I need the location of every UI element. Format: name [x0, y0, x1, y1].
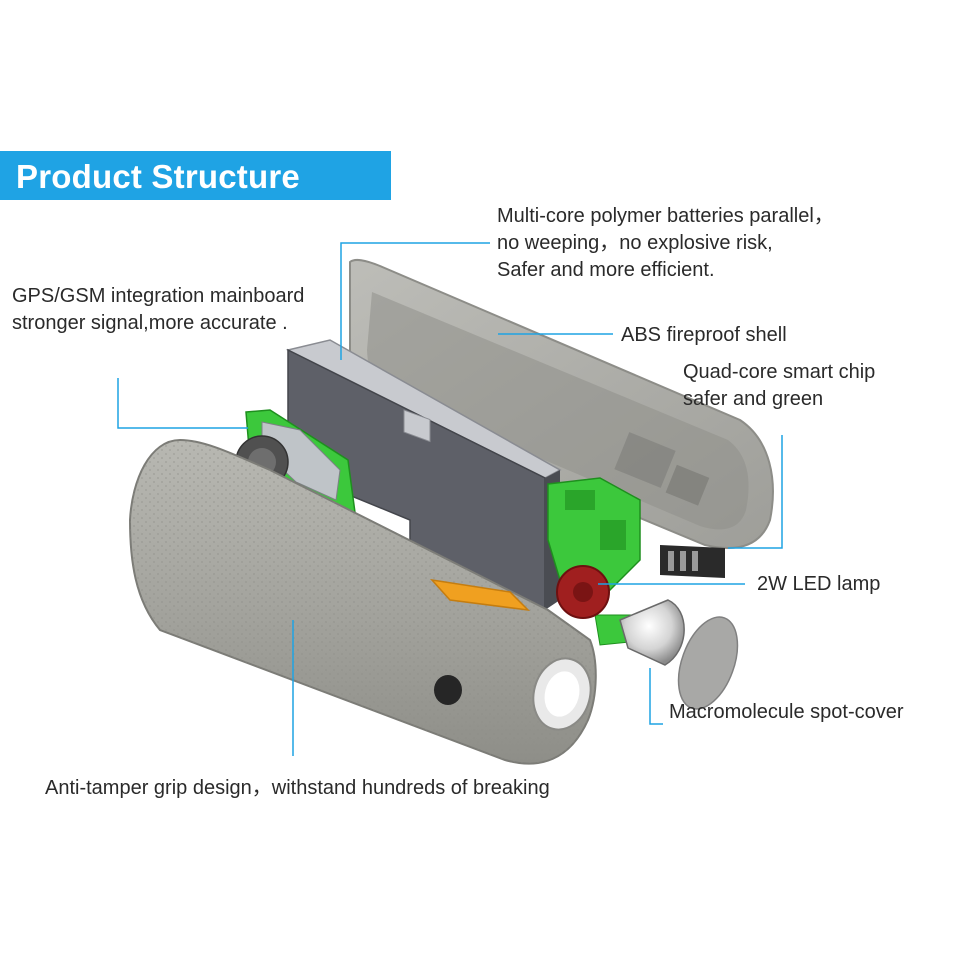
- battery-pack: [285, 339, 562, 612]
- label-chip-line-2: safer and green: [683, 388, 824, 410]
- main-body-shell: [128, 438, 597, 765]
- label-cover-line-1: Macromolecule spot-cover: [669, 701, 904, 723]
- label-batteries-line-3: Safer and more efficient.: [497, 259, 715, 281]
- label-mainboard-line-1: GPS/GSM integration mainboard: [12, 285, 305, 307]
- label-batteries: Multi-core polymer batteries parallel， n…: [497, 203, 834, 284]
- leader-battery: [340, 242, 490, 360]
- leader-mainboard: [117, 378, 248, 429]
- label-chip-line-1: Quad-core smart chip: [683, 361, 876, 383]
- title-banner: Product Structure: [0, 151, 391, 200]
- label-led-line-1: 2W LED lamp: [757, 573, 881, 595]
- label-shell: ABS fireproof shell: [621, 322, 787, 349]
- label-grip-line-1: Anti-tamper grip design，withstand hundre…: [45, 777, 550, 799]
- spot-cover: [677, 616, 739, 710]
- led-reflector: [619, 599, 685, 666]
- label-led: 2W LED lamp: [757, 571, 880, 598]
- chip-board: [547, 477, 725, 601]
- label-batteries-line-1: Multi-core polymer batteries parallel，: [497, 205, 834, 227]
- label-shell-line-1: ABS fireproof shell: [621, 324, 787, 346]
- leader-chip: [728, 435, 783, 549]
- leader-cover: [649, 668, 663, 725]
- label-mainboard-line-2: stronger signal,more accurate .: [12, 312, 288, 334]
- leader-lines: [117, 242, 783, 756]
- label-cover: Macromolecule spot-cover: [669, 699, 904, 726]
- top-shell: [349, 258, 774, 549]
- page-title: Product Structure: [16, 158, 300, 195]
- label-mainboard: GPS/GSM integration mainboard stronger s…: [12, 283, 304, 337]
- label-chip: Quad-core smart chip safer and green: [683, 359, 875, 413]
- label-batteries-line-2: no weeping，no explosive risk,: [497, 232, 773, 254]
- label-grip: Anti-tamper grip design，withstand hundre…: [45, 775, 550, 802]
